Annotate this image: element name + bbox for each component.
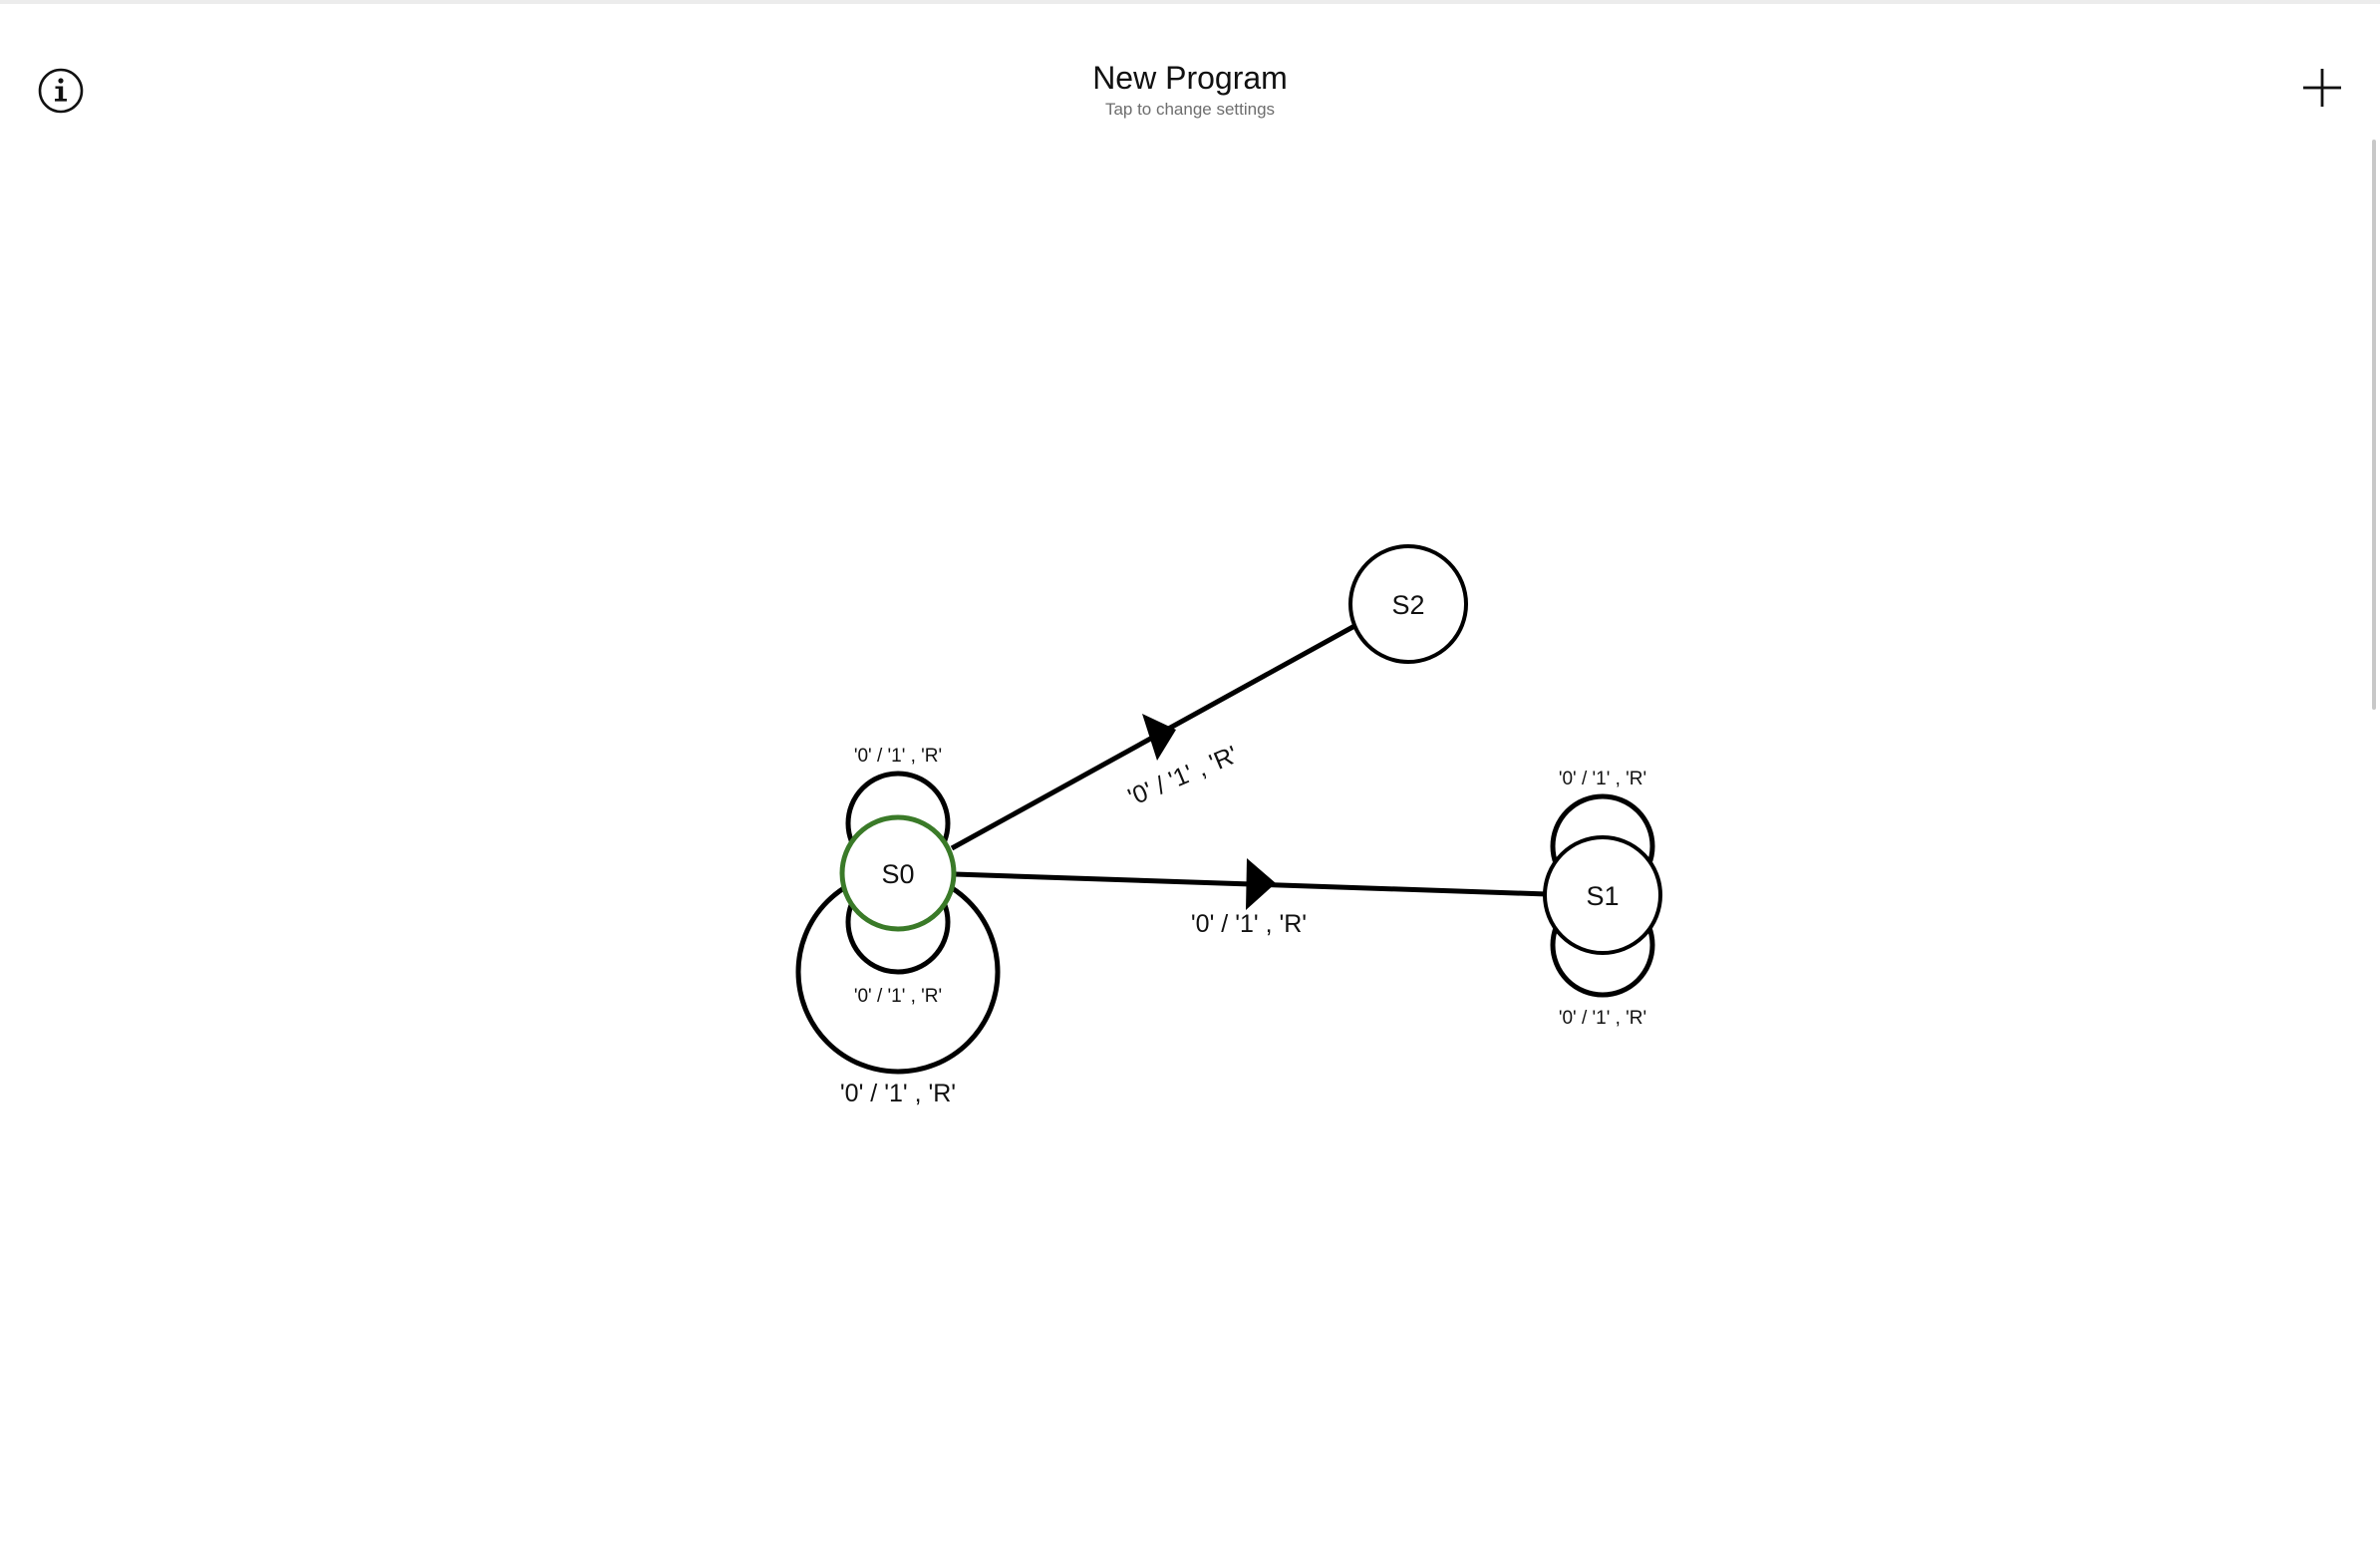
- page-subtitle[interactable]: Tap to change settings: [1104, 100, 1276, 119]
- state-label: S2: [1391, 590, 1424, 620]
- transition-label: '0' / '1' , 'R': [1191, 910, 1307, 938]
- arrowhead-icon: [1246, 858, 1276, 910]
- state-label: S0: [881, 859, 914, 889]
- state-node-s0[interactable]: S0: [839, 814, 957, 932]
- state-label: S1: [1586, 881, 1619, 911]
- info-button[interactable]: [36, 66, 86, 116]
- transition-label: '0' / '1' , 'R': [1559, 1008, 1646, 1029]
- top-shade: [0, 0, 2380, 4]
- state-node-s1[interactable]: S1: [1543, 835, 1662, 955]
- program-title-block[interactable]: New Program Tap to change settings: [891, 58, 1489, 121]
- transition-label: '0' / '1' , 'R': [840, 1080, 956, 1107]
- transition-s0-s2[interactable]: [950, 622, 1358, 851]
- navigation-bar: New Program Tap to change settings: [0, 0, 2380, 140]
- transition-label: '0' / '1' , 'R': [854, 746, 942, 767]
- transition-label: '0' / '1' , 'R': [854, 986, 942, 1007]
- arrowhead-icon: [1142, 714, 1176, 761]
- transition-label: '0' / '1' , 'R': [1559, 769, 1646, 789]
- transition-label: '0' / '1' , 'R': [1124, 741, 1242, 811]
- state-node-s2[interactable]: S2: [1348, 544, 1468, 664]
- start-state-circle[interactable]: [839, 814, 957, 932]
- transition-s0-s1[interactable]: [954, 858, 1548, 910]
- state-circle[interactable]: [1348, 544, 1468, 664]
- info-circle-icon: [38, 68, 84, 114]
- plus-icon: [2303, 69, 2341, 107]
- add-state-button[interactable]: [2300, 66, 2344, 110]
- state-circle[interactable]: [1543, 835, 1662, 955]
- vertical-scrollbar[interactable]: [2372, 140, 2376, 710]
- page-title[interactable]: New Program: [1092, 60, 1288, 96]
